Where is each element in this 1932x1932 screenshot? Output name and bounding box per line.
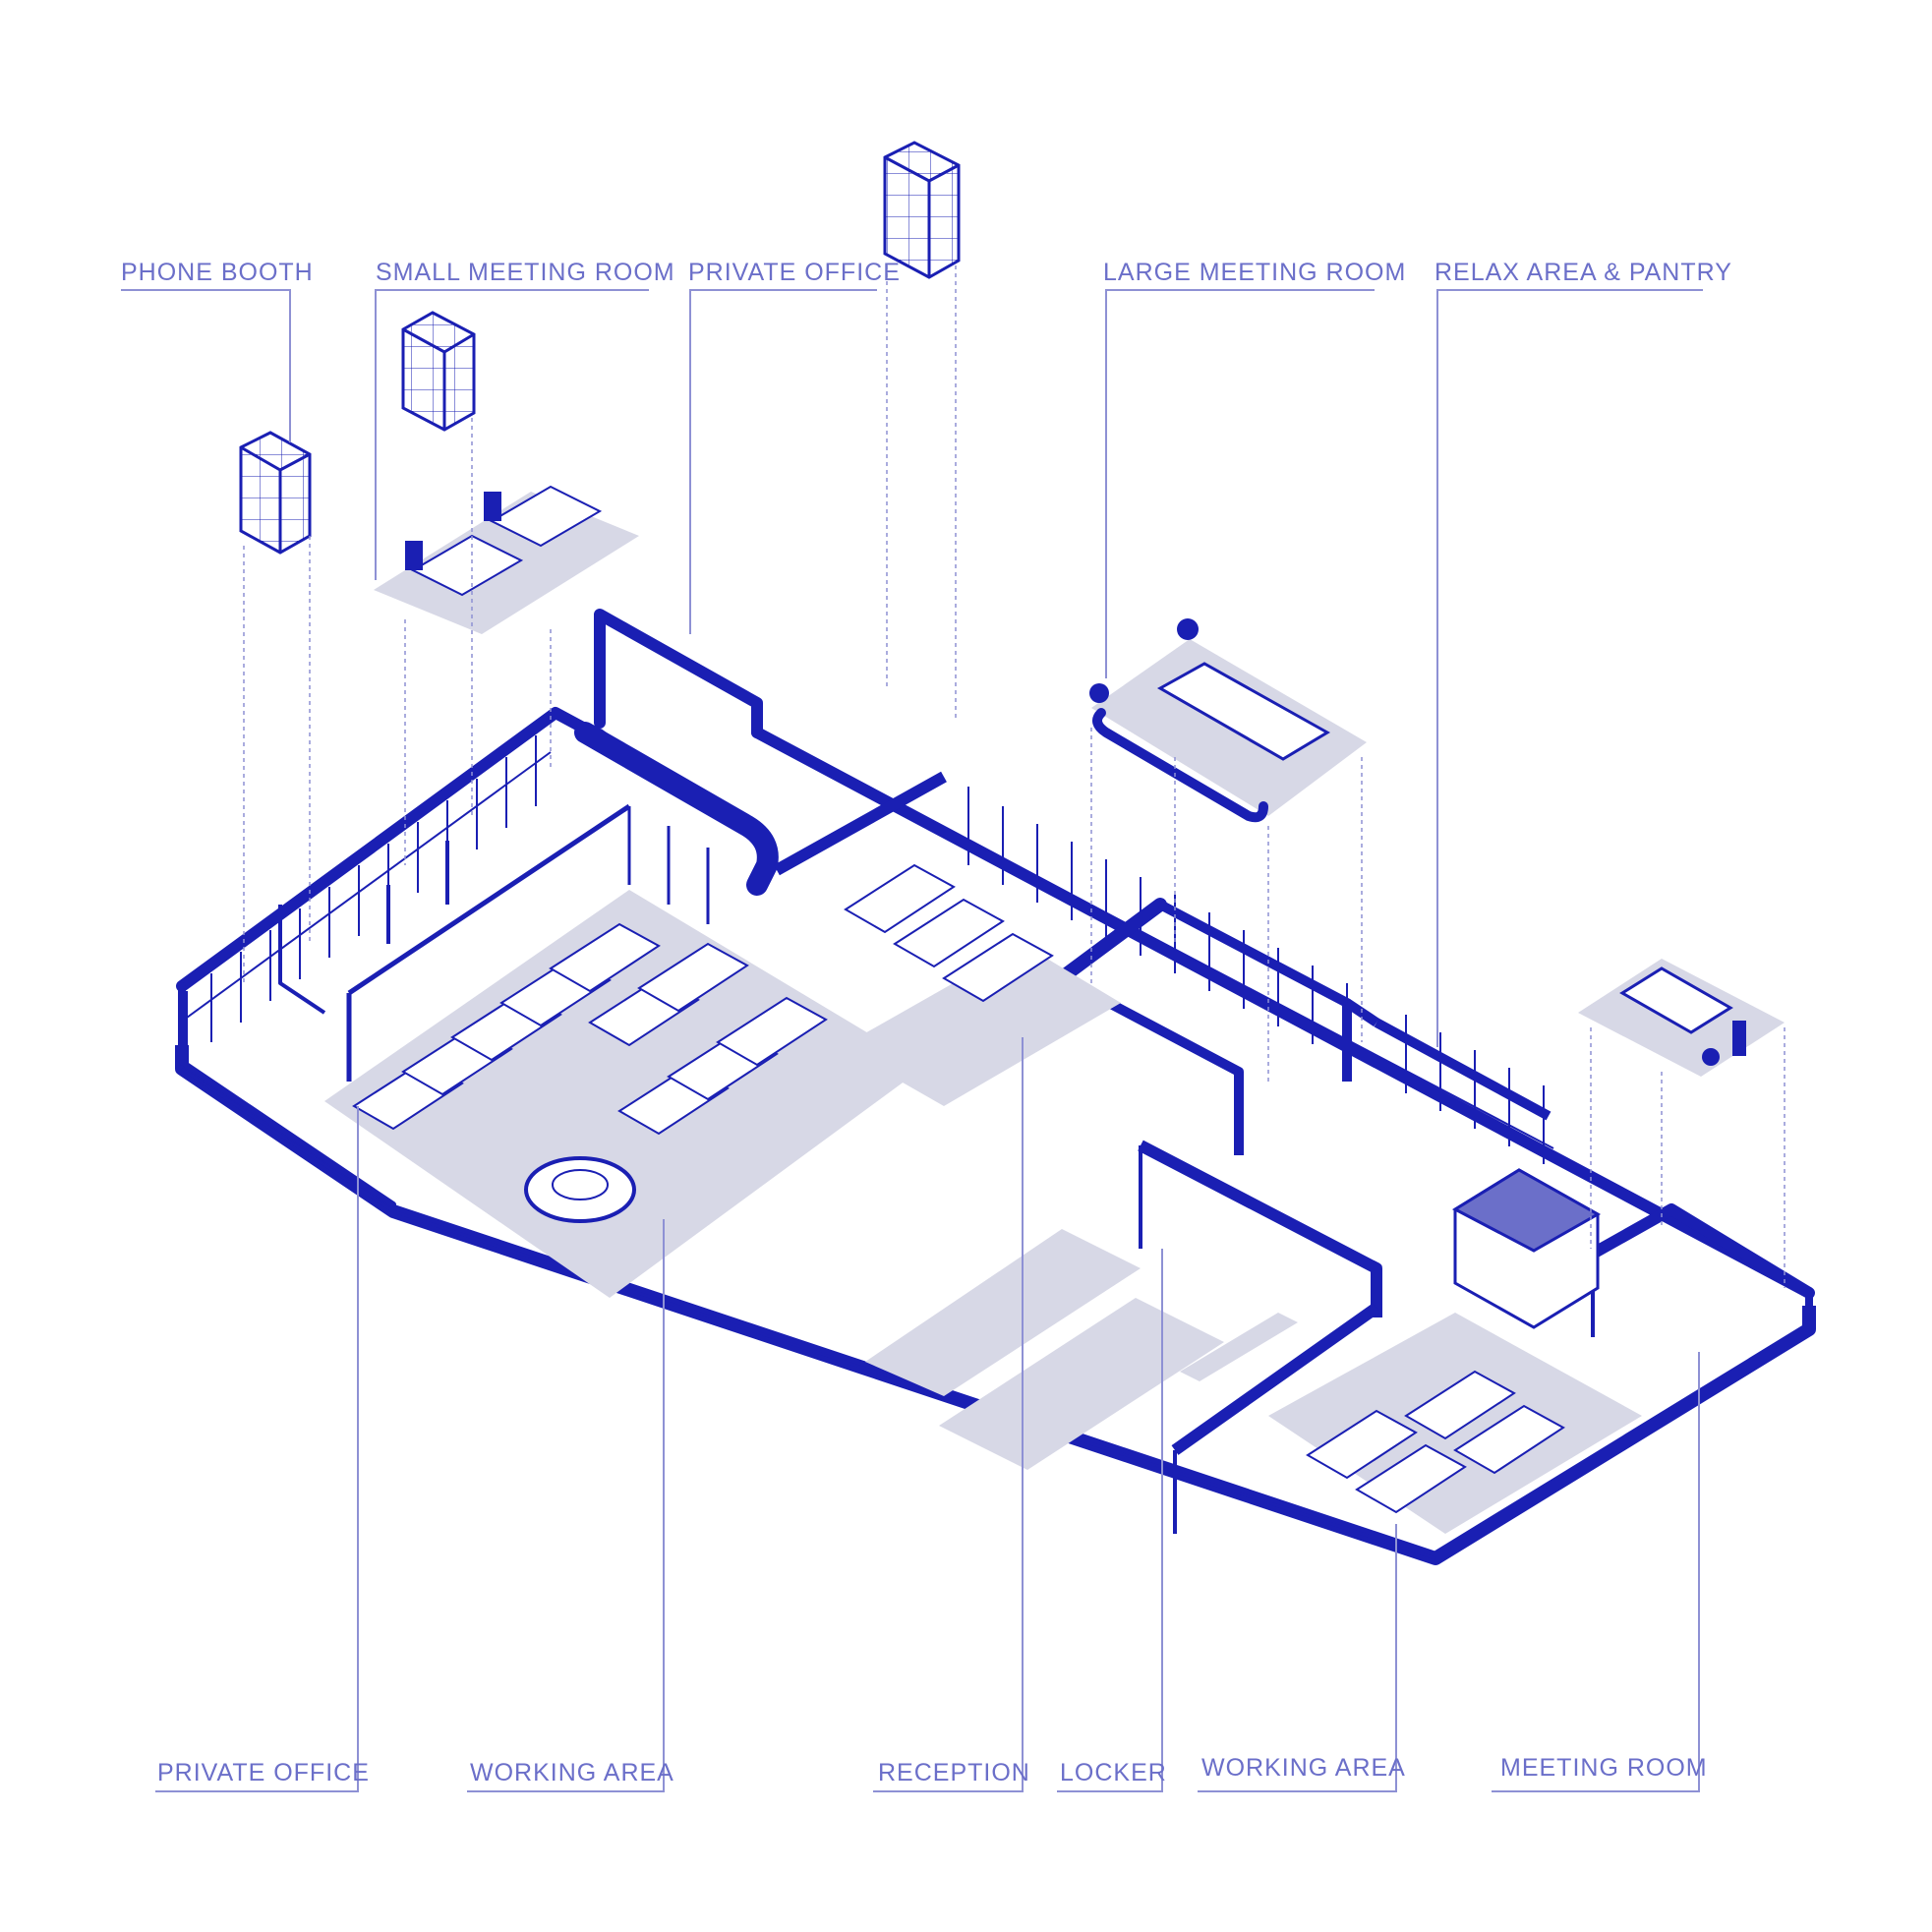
glazing-left-wing <box>186 735 552 1060</box>
leader-phone-booth <box>121 289 291 442</box>
meeting-room-module <box>1578 959 1785 1077</box>
leader-locker <box>1057 1249 1163 1792</box>
dashed-projection-lines <box>243 265 1786 1288</box>
small-meeting-room-booth <box>401 311 476 432</box>
label-locker: LOCKER <box>1060 1759 1167 1786</box>
label-meeting-room: MEETING ROOM <box>1500 1754 1708 1782</box>
leader-reception <box>873 1037 1024 1792</box>
label-working-area-right: WORKING AREA <box>1201 1754 1406 1782</box>
label-reception: RECEPTION <box>878 1759 1030 1786</box>
round-lounge <box>524 1156 636 1223</box>
desks-bottom-right <box>1306 1370 1565 1514</box>
leader-lines <box>121 289 1703 1792</box>
small-meeting-room-module <box>374 485 639 634</box>
label-large-meeting-room: LARGE MEETING ROOM <box>1103 259 1407 286</box>
leader-meeting-room <box>1492 1352 1700 1792</box>
large-meeting-room-module <box>1089 618 1367 823</box>
leader-private-office-top <box>689 289 877 634</box>
pantry-core <box>1451 1168 1602 1329</box>
desks-left-working-area <box>352 922 828 1136</box>
phone-booth-module <box>239 431 312 555</box>
desks-upper-right-room <box>844 863 1054 1003</box>
phone-booth-module-top <box>883 141 961 279</box>
label-phone-booth: PHONE BOOTH <box>121 259 314 286</box>
desk-clusters <box>352 863 1565 1514</box>
label-relax-area-pantry: RELAX AREA & PANTRY <box>1434 259 1732 286</box>
label-working-area-left: WORKING AREA <box>470 1759 674 1786</box>
label-private-office-bottom: PRIVATE OFFICE <box>157 1759 370 1786</box>
label-private-office-top: PRIVATE OFFICE <box>688 259 901 286</box>
leader-working-area-right <box>1198 1524 1397 1792</box>
leader-private-office-bottom <box>155 1106 359 1792</box>
leader-small-meeting-room <box>375 289 649 580</box>
leader-relax-area-pantry <box>1436 289 1703 1047</box>
leader-large-meeting-room <box>1105 289 1375 678</box>
label-small-meeting-room: SMALL MEETING ROOM <box>376 259 675 286</box>
leader-working-area-left <box>467 1219 665 1792</box>
